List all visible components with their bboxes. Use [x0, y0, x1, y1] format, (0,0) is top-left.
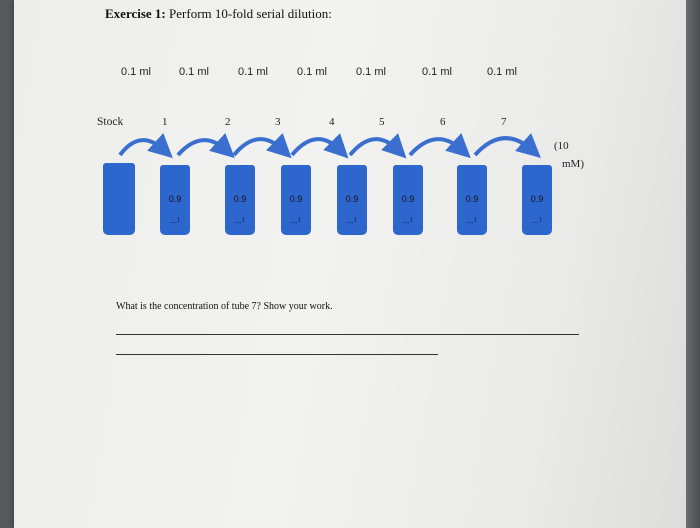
diluent-volume: 0.9: [530, 194, 544, 204]
tube-mark: __1: [466, 216, 478, 224]
question-text: What is the concentration of tube 7? Sho…: [116, 301, 333, 312]
tube-number: 4: [329, 116, 335, 128]
arrow-icon: [290, 133, 349, 159]
tube-mark: __1: [402, 216, 414, 224]
transfer-volume-label: 0.1 ml: [238, 66, 268, 78]
transfer-volume-label: 0.1 ml: [179, 66, 209, 78]
diluent-volume: 0.9: [401, 194, 415, 204]
exercise-title: Exercise 1: Perform 10-fold serial dilut…: [105, 6, 332, 22]
diluent-volume: 0.9: [345, 194, 359, 204]
dilution-tube: 0.9 __1: [281, 165, 311, 235]
stock-concentration-unit: mM): [562, 158, 584, 170]
diluent-volume: 0.9: [233, 194, 247, 204]
tube-number: 6: [440, 116, 446, 128]
tube-mark: __1: [234, 216, 246, 224]
arrow-icon: [232, 133, 292, 159]
answer-line[interactable]: [116, 334, 579, 335]
transfer-volume-label: 0.1 ml: [297, 66, 327, 78]
transfer-volume-label: 0.1 ml: [121, 66, 151, 78]
arrow-icon: [118, 133, 173, 159]
arrow-icon: [176, 133, 235, 159]
tube-mark: __1: [531, 216, 543, 224]
dilution-tube: 0.9 __1: [393, 165, 423, 235]
tube-number: 3: [275, 116, 281, 128]
transfer-volume-label: 0.1 ml: [487, 66, 517, 78]
answer-line[interactable]: [116, 354, 438, 355]
stock-tube: [103, 163, 135, 235]
tube-mark: __1: [169, 216, 181, 224]
transfer-volume-label: 0.1 ml: [422, 66, 452, 78]
dilution-tube: 0.9 __1: [337, 165, 367, 235]
dilution-tube: 0.9 __1: [457, 165, 487, 235]
arrow-icon: [473, 133, 541, 159]
stock-concentration: (10 mM): [554, 137, 584, 173]
tube-number: 2: [225, 116, 231, 128]
arrow-icon: [408, 133, 471, 159]
dilution-tube: 0.9 __1: [225, 165, 255, 235]
tube-number: 7: [501, 116, 507, 128]
exercise-number: Exercise 1:: [105, 6, 166, 21]
tube-number: 5: [379, 116, 385, 128]
diluent-volume: 0.9: [465, 194, 479, 204]
diluent-volume: 0.9: [168, 194, 182, 204]
worksheet-page: Exercise 1: Perform 10-fold serial dilut…: [14, 0, 692, 528]
tube-mark: __1: [346, 216, 358, 224]
tube-number: 1: [162, 116, 168, 128]
dilution-tube: 0.9 __1: [160, 165, 190, 235]
stock-concentration-value: (10: [554, 140, 569, 152]
arrow-icon: [348, 133, 407, 159]
transfer-volume-label: 0.1 ml: [356, 66, 386, 78]
dilution-tube: 0.9 __1: [522, 165, 552, 235]
exercise-instruction: Perform 10-fold serial dilution:: [165, 6, 332, 21]
tube-mark: __1: [290, 216, 302, 224]
diluent-volume: 0.9: [289, 194, 303, 204]
background-edge: [686, 0, 700, 528]
stock-label: Stock: [97, 116, 124, 128]
